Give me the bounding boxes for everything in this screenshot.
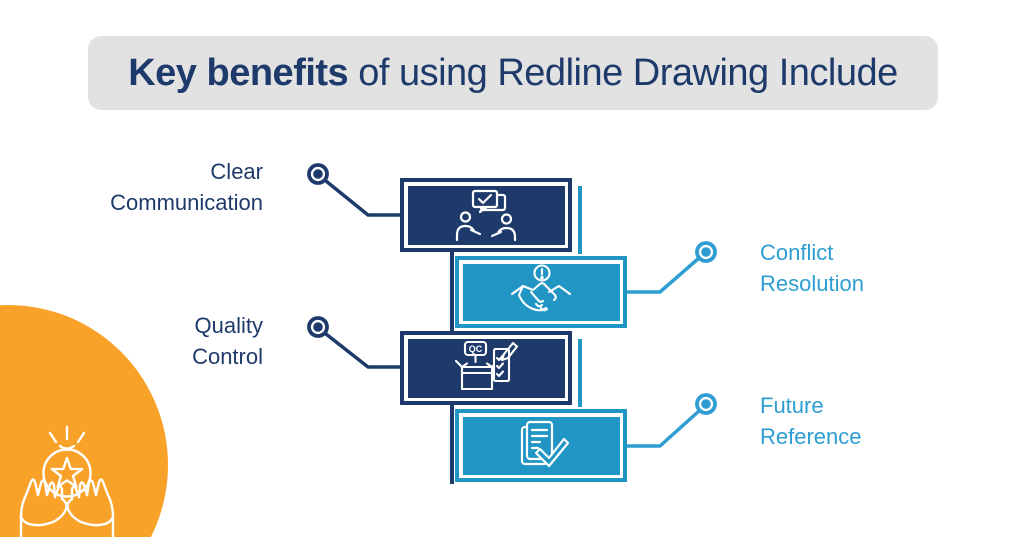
leader-line-conflict-resolution [624,256,701,294]
right-hand-icon [66,478,115,537]
title-highlight: Key benefits [128,51,349,94]
ray-icon [48,431,58,444]
hands-holding-star-icon [19,425,115,537]
leader-line-quality-control [324,332,404,369]
benefit-box-future-reference [455,409,627,482]
marker-quality-control [307,316,329,338]
benefit-box-clear-communication [400,178,572,252]
marker-future-reference [695,393,717,415]
star-icon [50,456,84,489]
ray-icon [76,431,86,444]
document-check-icon [520,420,570,467]
leader-line-future-reference [624,409,701,448]
benefit-box-conflict-resolution [455,256,627,328]
qc-box-checklist-icon: QC [454,340,518,391]
marker-conflict-resolution [695,241,717,263]
star-coin-icon [42,448,92,498]
left-hand-icon [19,478,68,537]
label-future-reference: Future Reference [760,393,862,449]
qc-badge-text: QC [469,344,483,354]
discussion-check-icon [455,189,517,242]
leader-line-clear-communication [324,179,404,217]
title-rest: of using Redline Drawing Include [358,51,898,94]
label-quality-control: Quality Control [192,313,263,369]
handshake-alert-icon [510,264,572,312]
benefit-box-quality-control: QC [400,331,572,405]
label-clear-communication: Clear Communication [110,159,263,215]
marker-clear-communication [307,163,329,185]
label-conflict-resolution: Conflict Resolution [760,240,864,296]
